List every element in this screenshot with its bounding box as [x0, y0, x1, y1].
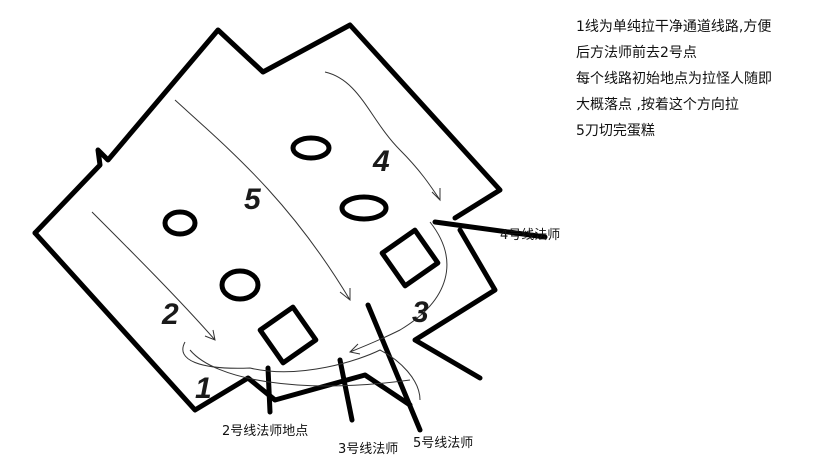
obstacle-ellipse: [290, 135, 332, 161]
obstacle-ellipse: [339, 194, 389, 222]
arrow-route1: [182, 341, 421, 401]
strategy-notes: 1线为单纯拉干净通道线路,方便 后方法师前去2号点 每个线路初始地点为拉怪人随即…: [576, 14, 772, 144]
room-outline: [32, 22, 503, 236]
mage5-pointer: [365, 302, 423, 433]
note-line: 每个线路初始地点为拉怪人随即: [576, 71, 772, 87]
obstacle-ellipse: [219, 268, 261, 302]
obstacle-square: [257, 304, 319, 366]
arrow-route2: [91, 211, 216, 341]
note-line: 5刀切完蛋糕: [576, 123, 655, 139]
obstacle-square: [379, 227, 441, 289]
obstacle-ellipse: [162, 209, 198, 237]
arrow-route4: [324, 71, 441, 202]
room-outline-bottom: [32, 230, 413, 413]
room-outline-right: [412, 227, 498, 381]
mage3-pointer: [337, 357, 355, 423]
arrow-route5: [174, 99, 351, 302]
label-mage5: 5号线法师: [413, 436, 474, 451]
route-number-1: 1: [195, 372, 212, 405]
arrow-route1b: [189, 349, 411, 387]
note-line: 大概落点 ,按着这个方向拉: [576, 97, 739, 113]
route-number-4: 4: [373, 145, 390, 178]
route-number-5: 5: [244, 183, 261, 216]
route-number-3: 3: [412, 296, 429, 329]
label-mage4: 4号线法师: [500, 228, 561, 243]
note-line: 后方法师前去2号点: [576, 45, 697, 61]
note-line: 1线为单纯拉干净通道线路,方便: [576, 19, 772, 35]
label-mage2: 2号线法师地点: [222, 424, 309, 439]
arrow-route3: [348, 221, 448, 355]
route-number-2: 2: [162, 298, 179, 331]
mage2-pointer: [265, 365, 273, 415]
mage4-pointer: [432, 219, 548, 240]
label-mage3: 3号线法师: [338, 442, 399, 457]
pull-arrows: [91, 71, 448, 401]
